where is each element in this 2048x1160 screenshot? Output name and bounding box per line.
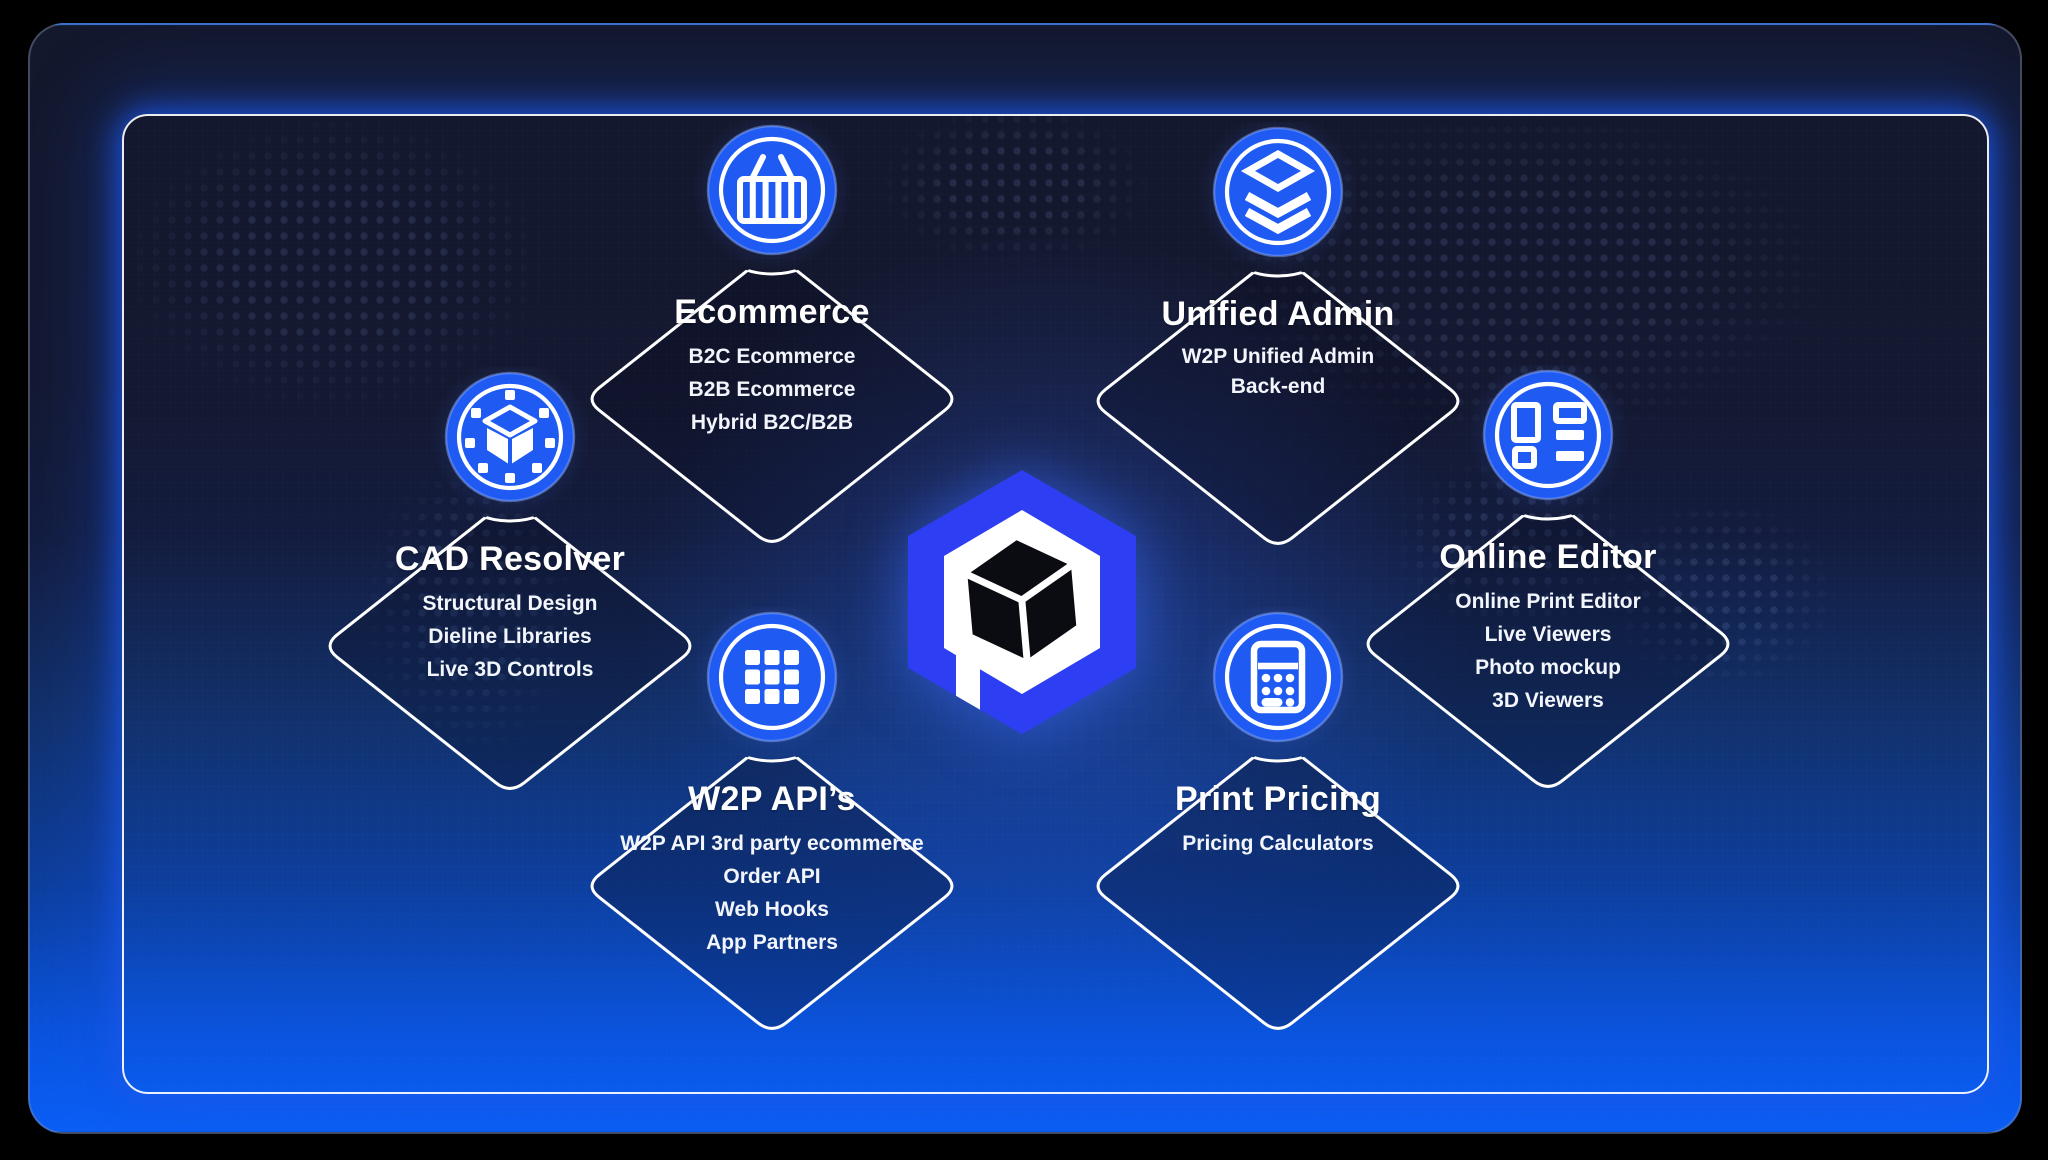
- layers-icon: [1212, 126, 1344, 258]
- node-items: Structural Design Dieline Libraries Live…: [310, 587, 710, 686]
- list-item: W2P Unified Admin Back-end: [1181, 345, 1375, 398]
- list-item: Structural Design: [422, 592, 598, 615]
- list-item: Order API: [723, 865, 821, 888]
- node-diamond: [1096, 607, 1460, 1030]
- node-diamond: [1096, 122, 1460, 545]
- node-text: W2P API’s W2P API 3rd party ecommerce Or…: [572, 777, 972, 959]
- logo-cube: [965, 540, 1077, 661]
- diamond-notch-arc: [1462, 501, 1634, 521]
- node-items: W2P API 3rd party ecommerce Order API We…: [572, 827, 972, 959]
- node-text: Online Editor Online Print Editor Live V…: [1348, 535, 1748, 717]
- node-diamond: [328, 367, 692, 790]
- node-text: Print Pricing Pricing Calculators: [1078, 777, 1478, 860]
- diamond-notch-arc: [424, 503, 596, 523]
- list-item: Pricing Calculators: [1182, 832, 1374, 855]
- node-print-pricing: Print Pricing Pricing Calculators: [1078, 607, 1478, 1042]
- node-text: CAD Resolver Structural Design Dieline L…: [310, 537, 710, 686]
- node-items: Online Print Editor Live Viewers Photo m…: [1348, 585, 1748, 717]
- list-item: 3D Viewers: [1492, 689, 1604, 712]
- node-ecommerce: Ecommerce B2C Ecommerce B2B Ecommerce Hy…: [572, 120, 972, 555]
- calculator-icon: [1212, 611, 1344, 743]
- node-items: Pricing Calculators: [1078, 827, 1478, 860]
- grid-icon: [706, 611, 838, 743]
- node-diamond: [1366, 365, 1730, 788]
- node-text: Unified Admin W2P Unified Admin Back-end: [1078, 292, 1478, 402]
- basket-icon: [706, 124, 838, 256]
- list-item: Live 3D Controls: [426, 658, 594, 681]
- layout-icon: [1482, 369, 1614, 501]
- node-diamond: [590, 607, 954, 1030]
- diamond-notch-arc: [1192, 743, 1364, 763]
- world-map-dots: [865, 95, 1165, 275]
- cube-scan-icon: [444, 371, 576, 503]
- node-title: Online Editor: [1439, 538, 1657, 576]
- diamond-notch-arc: [686, 743, 858, 763]
- list-item: Online Print Editor: [1455, 590, 1641, 613]
- node-title: Print Pricing: [1174, 780, 1382, 818]
- diamond-notch-arc: [1192, 258, 1364, 278]
- list-item: Photo mockup: [1475, 656, 1621, 679]
- node-diamond: [590, 120, 954, 543]
- world-map-dots: [1590, 490, 1850, 700]
- node-cad-resolver: CAD Resolver Structural Design Dieline L…: [310, 367, 710, 802]
- node-title: Ecommerce: [674, 293, 870, 331]
- list-item: B2B Ecommerce: [688, 378, 856, 401]
- node-text: Ecommerce B2C Ecommerce B2B Ecommerce Hy…: [572, 290, 972, 439]
- list-item: W2P API 3rd party ecommerce: [620, 832, 924, 855]
- list-item: Live Viewers: [1484, 623, 1612, 646]
- list-item: B2C Ecommerce: [688, 345, 856, 368]
- diamond-notch-arc: [686, 256, 858, 276]
- node-title: Unified Admin: [1161, 295, 1395, 333]
- list-item: Web Hooks: [715, 898, 829, 921]
- hexagon-cube-logo: [852, 422, 1192, 782]
- list-item: Hybrid B2C/B2B: [690, 411, 854, 434]
- node-title: W2P API’s: [688, 780, 856, 818]
- node-w2p-apis: W2P API’s W2P API 3rd party ecommerce Or…: [572, 607, 972, 1042]
- list-item: App Partners: [706, 931, 838, 954]
- inner-frame: [122, 114, 1989, 1094]
- node-online-editor: Online Editor Online Print Editor Live V…: [1348, 365, 1748, 800]
- list-item: Dieline Libraries: [428, 625, 592, 648]
- node-items: W2P Unified Admin Back-end: [1078, 342, 1478, 402]
- node-items: B2C Ecommerce B2B Ecommerce Hybrid B2C/B…: [572, 340, 972, 439]
- node-unified-admin: Unified Admin W2P Unified Admin Back-end: [1078, 122, 1478, 557]
- node-title: CAD Resolver: [394, 540, 626, 578]
